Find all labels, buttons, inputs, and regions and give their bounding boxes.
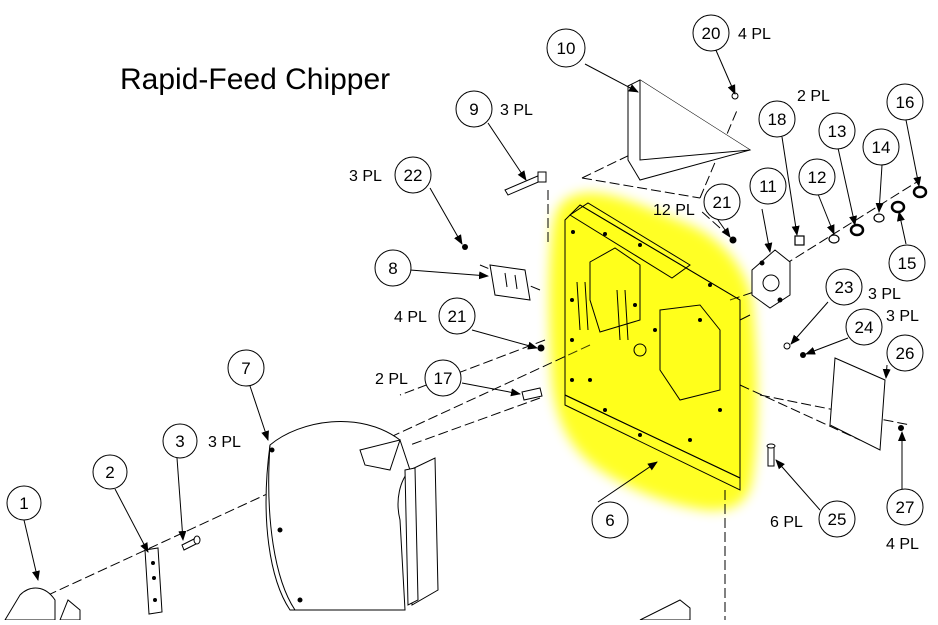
- svg-text:3 PL: 3 PL: [868, 286, 901, 303]
- svg-text:1: 1: [19, 494, 28, 513]
- svg-text:7: 7: [241, 359, 250, 378]
- part-22-bolt: [462, 244, 468, 250]
- svg-text:11: 11: [759, 177, 777, 196]
- part-11-hub: [751, 249, 791, 309]
- callout-15: 15: [888, 244, 926, 282]
- part-2-strap: [144, 547, 163, 615]
- svg-text:13: 13: [828, 122, 847, 141]
- svg-text:10: 10: [557, 39, 576, 58]
- svg-text:8: 8: [388, 259, 397, 278]
- svg-text:23: 23: [835, 278, 854, 297]
- callout-27: 27 4 PL: [886, 488, 924, 553]
- callout-25: 25 6 PL: [770, 500, 856, 538]
- callout-2: 2: [92, 454, 128, 490]
- callouts: 1 2 3 3 PL 6 7 8 9 3 PL 10 11 12 13 14 1…: [6, 14, 926, 553]
- callout-16: 16: [886, 83, 924, 121]
- svg-text:14: 14: [872, 138, 891, 157]
- callout-17: 17 2 PL: [375, 359, 462, 397]
- callout-22: 22 3 PL: [349, 156, 432, 194]
- svg-text:26: 26: [896, 344, 915, 363]
- svg-text:22: 22: [404, 166, 423, 185]
- parts-23-24: [783, 342, 806, 358]
- svg-text:2 PL: 2 PL: [375, 371, 408, 388]
- callout-8: 8: [374, 249, 412, 287]
- svg-text:16: 16: [896, 93, 915, 112]
- svg-text:15: 15: [898, 254, 917, 273]
- callout-24: 24 3 PL: [845, 308, 919, 346]
- parts-rings: [794, 185, 928, 246]
- callout-9: 9 3 PL: [455, 90, 533, 128]
- svg-text:3: 3: [175, 432, 184, 451]
- svg-text:4 PL: 4 PL: [394, 309, 427, 326]
- svg-text:27: 27: [896, 498, 915, 517]
- callout-6: 6: [591, 501, 629, 539]
- svg-text:17: 17: [434, 369, 453, 388]
- hardware-21-17: [521, 92, 739, 401]
- leader-lines: [23, 47, 922, 581]
- part-1-fan: [4, 587, 691, 621]
- svg-text:3 PL: 3 PL: [349, 168, 382, 185]
- part-3-bolt: [181, 535, 201, 551]
- svg-text:25: 25: [828, 510, 847, 529]
- callout-3: 3 3 PL: [162, 423, 241, 459]
- callout-12: 12: [798, 158, 836, 196]
- callout-10: 10: [546, 28, 586, 68]
- svg-text:4 PL: 4 PL: [886, 536, 919, 553]
- svg-text:20: 20: [702, 24, 721, 43]
- svg-text:2: 2: [105, 463, 114, 482]
- svg-text:24: 24: [855, 318, 874, 337]
- svg-text:6 PL: 6 PL: [770, 514, 803, 531]
- callout-21a: 21 12 PL: [653, 183, 741, 221]
- callout-14: 14: [862, 128, 900, 166]
- highlight-region: [549, 192, 758, 511]
- callout-13: 13: [818, 112, 856, 150]
- svg-text:18: 18: [768, 110, 787, 129]
- svg-text:21: 21: [713, 193, 732, 212]
- svg-text:12 PL: 12 PL: [653, 202, 695, 219]
- callout-18: 18 2 PL: [758, 88, 830, 138]
- part-7-housing: [265, 421, 439, 611]
- svg-text:2 PL: 2 PL: [797, 88, 830, 105]
- part-10-bracket: [627, 79, 752, 181]
- callout-20: 20 4 PL: [692, 14, 771, 52]
- callout-26: 26: [886, 334, 924, 372]
- callout-21b: 21 4 PL: [394, 297, 476, 335]
- callout-23: 23 3 PL: [825, 268, 901, 306]
- svg-text:3 PL: 3 PL: [500, 102, 533, 119]
- diagram-title: Rapid-Feed Chipper: [120, 63, 391, 96]
- part-8-plate: [489, 264, 531, 301]
- part-9-pin: [504, 171, 547, 196]
- svg-text:3 PL: 3 PL: [886, 308, 919, 325]
- part-25-bolt: [766, 443, 776, 467]
- callout-1: 1: [6, 485, 42, 521]
- svg-text:12: 12: [808, 168, 827, 187]
- svg-text:3 PL: 3 PL: [208, 434, 241, 451]
- svg-text:6: 6: [605, 511, 614, 530]
- svg-text:9: 9: [469, 100, 478, 119]
- part-26-cover: [829, 357, 904, 451]
- svg-text:21: 21: [448, 307, 467, 326]
- callout-11: 11: [749, 167, 787, 205]
- callout-7: 7: [227, 349, 265, 387]
- svg-text:4 PL: 4 PL: [738, 26, 771, 43]
- part-6-main-plate: [564, 202, 751, 491]
